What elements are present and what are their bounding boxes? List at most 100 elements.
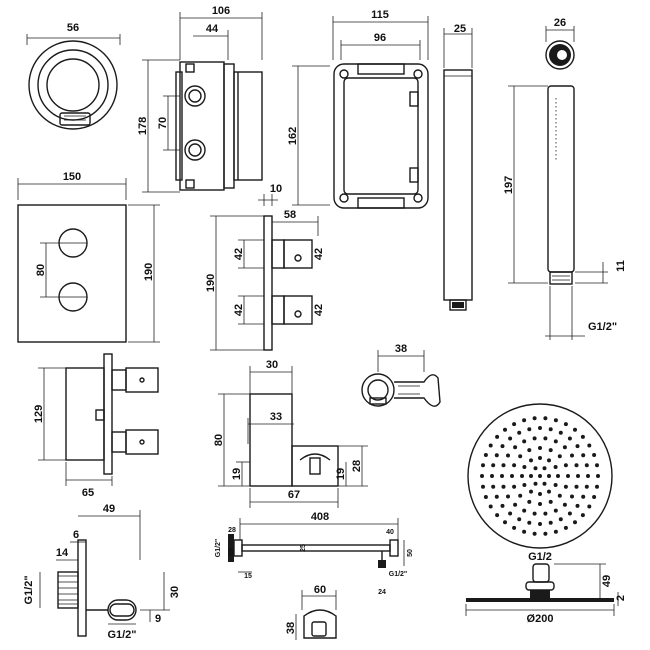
elbow-height-label: 30 bbox=[169, 586, 181, 598]
nozzle-dot bbox=[587, 443, 592, 448]
holder-height-label: 80 bbox=[213, 434, 225, 446]
nozzle-dot bbox=[547, 458, 551, 463]
holder-depth-label: 67 bbox=[288, 489, 300, 501]
nozzle-dot bbox=[548, 448, 553, 453]
shower-head-side-view: G1/2 49 2 Ø200 bbox=[465, 551, 627, 625]
nozzle-dot bbox=[592, 495, 597, 499]
hand-shower-drawing: 26 197 11 G1/2" bbox=[503, 17, 627, 340]
wall-outlet-holder-drawing: 30 33 80 19 19 28 67 bbox=[213, 359, 368, 508]
nozzle-dot bbox=[538, 456, 542, 460]
head-thread-label: G1/2 bbox=[528, 551, 552, 563]
wall-flange-drawing: 60 38 bbox=[285, 584, 337, 640]
shower-head-top-view bbox=[467, 403, 613, 549]
elbow-width-label: 49 bbox=[103, 503, 115, 515]
side-height-label: 190 bbox=[205, 274, 217, 292]
shower-bar-drawing: 25 bbox=[443, 23, 473, 311]
holder-lower-right-label: 19 bbox=[335, 468, 347, 480]
nozzle-dot bbox=[506, 453, 510, 458]
nozzle-dot bbox=[543, 531, 548, 536]
box-spacing-label: 70 bbox=[157, 117, 169, 129]
nozzle-dot bbox=[488, 504, 493, 509]
nozzle-dot bbox=[518, 493, 523, 498]
side-knob-d-label: 42 bbox=[313, 304, 325, 316]
nozzle-dot bbox=[581, 494, 586, 499]
wall-elbow-drawing: 49 6 14 G1/2" 30 9 G1/2" bbox=[23, 503, 181, 641]
nozzle-dot bbox=[522, 439, 527, 444]
nozzle-dot bbox=[508, 436, 513, 441]
nozzle-dot bbox=[538, 446, 542, 450]
nozzle-dot bbox=[538, 426, 542, 430]
nozzle-dot bbox=[562, 445, 567, 450]
nozzle-dot bbox=[483, 453, 488, 457]
nozzle-dot bbox=[512, 463, 517, 468]
valve-body-drawing: 129 65 bbox=[33, 353, 159, 499]
nozzle-dot bbox=[543, 416, 548, 421]
arm-diameter-a-label: 25 bbox=[228, 548, 235, 556]
nozzle-dot bbox=[533, 481, 538, 486]
nozzle-dot bbox=[532, 436, 537, 441]
nozzle-dot bbox=[570, 494, 574, 499]
nozzle-dot bbox=[517, 517, 522, 522]
nozzle-dot bbox=[529, 474, 533, 478]
nozzle-dot bbox=[532, 416, 537, 421]
nozzle-dot bbox=[494, 453, 499, 458]
plate-width-label: 150 bbox=[63, 171, 81, 183]
nozzle-dot bbox=[553, 465, 558, 469]
nozzle-dot bbox=[543, 436, 548, 441]
in-wall-box-drawing: 106 44 178 70 bbox=[137, 5, 263, 193]
nozzle-dot bbox=[563, 525, 568, 530]
nozzle-dot bbox=[527, 520, 532, 525]
nozzle-dot bbox=[506, 494, 510, 499]
nozzle-dot bbox=[548, 499, 553, 504]
nozzle-dot bbox=[592, 453, 597, 457]
elbow-thread-length-label: 14 bbox=[56, 547, 69, 559]
arm-flange-depth-label: 15 bbox=[244, 573, 252, 580]
nozzle-dot bbox=[563, 422, 568, 427]
nozzle-dot bbox=[491, 484, 496, 489]
nozzle-dot bbox=[542, 481, 547, 486]
nozzle-dot bbox=[563, 463, 568, 468]
nozzle-dot bbox=[538, 522, 542, 526]
nozzle-dot bbox=[532, 531, 537, 536]
round-knob-drawing: 56 bbox=[26, 22, 121, 130]
nozzle-dot bbox=[503, 427, 507, 432]
plate-spacing-label: 80 bbox=[35, 264, 47, 276]
holder-top-width-label: 30 bbox=[266, 359, 278, 371]
nozzle-dot bbox=[508, 511, 513, 516]
nozzle-dot bbox=[510, 474, 514, 478]
shower-head-nozzles bbox=[480, 416, 600, 536]
nozzle-dot bbox=[580, 513, 585, 518]
arm-drop-label: 50 bbox=[407, 549, 414, 557]
nozzle-dot bbox=[567, 436, 572, 441]
elbow-outlet-thread-label: G1/2" bbox=[107, 629, 136, 641]
nozzle-dot bbox=[512, 484, 517, 489]
side-knob-c-label: 42 bbox=[313, 248, 325, 260]
nozzle-dot bbox=[532, 511, 537, 516]
nozzle-dot bbox=[491, 463, 496, 468]
nozzle-dot bbox=[581, 453, 586, 458]
side-knob-a-label: 42 bbox=[233, 248, 245, 260]
side-plate-thickness-label: 10 bbox=[270, 183, 282, 195]
nozzle-dot bbox=[513, 502, 518, 507]
nozzle-dot bbox=[500, 444, 505, 449]
nozzle-dot bbox=[533, 466, 538, 471]
nozzle-dot bbox=[575, 503, 580, 508]
nozzle-dot bbox=[595, 484, 599, 489]
nozzle-dot bbox=[529, 489, 533, 494]
face-plate-drawing: 150 80 190 bbox=[17, 171, 160, 343]
side-knob-b-label: 42 bbox=[233, 304, 245, 316]
head-diameter-label: Ø200 bbox=[527, 613, 554, 625]
knob-width-label: 56 bbox=[67, 22, 79, 34]
holder-outlet-height-label: 28 bbox=[351, 460, 363, 472]
nozzle-dot bbox=[513, 445, 518, 450]
clip-width-label: 38 bbox=[395, 343, 407, 355]
arm-wall-thread-label: G1/2" bbox=[215, 539, 222, 558]
nozzle-dot bbox=[584, 484, 589, 489]
nozzle-dot bbox=[522, 508, 527, 513]
nozzle-dot bbox=[527, 499, 532, 504]
nozzle-dot bbox=[488, 443, 493, 448]
nozzle-dot bbox=[580, 434, 585, 439]
arm-outlet-depth-label: 24 bbox=[378, 589, 386, 596]
holder-mid-width-label: 33 bbox=[270, 411, 282, 423]
